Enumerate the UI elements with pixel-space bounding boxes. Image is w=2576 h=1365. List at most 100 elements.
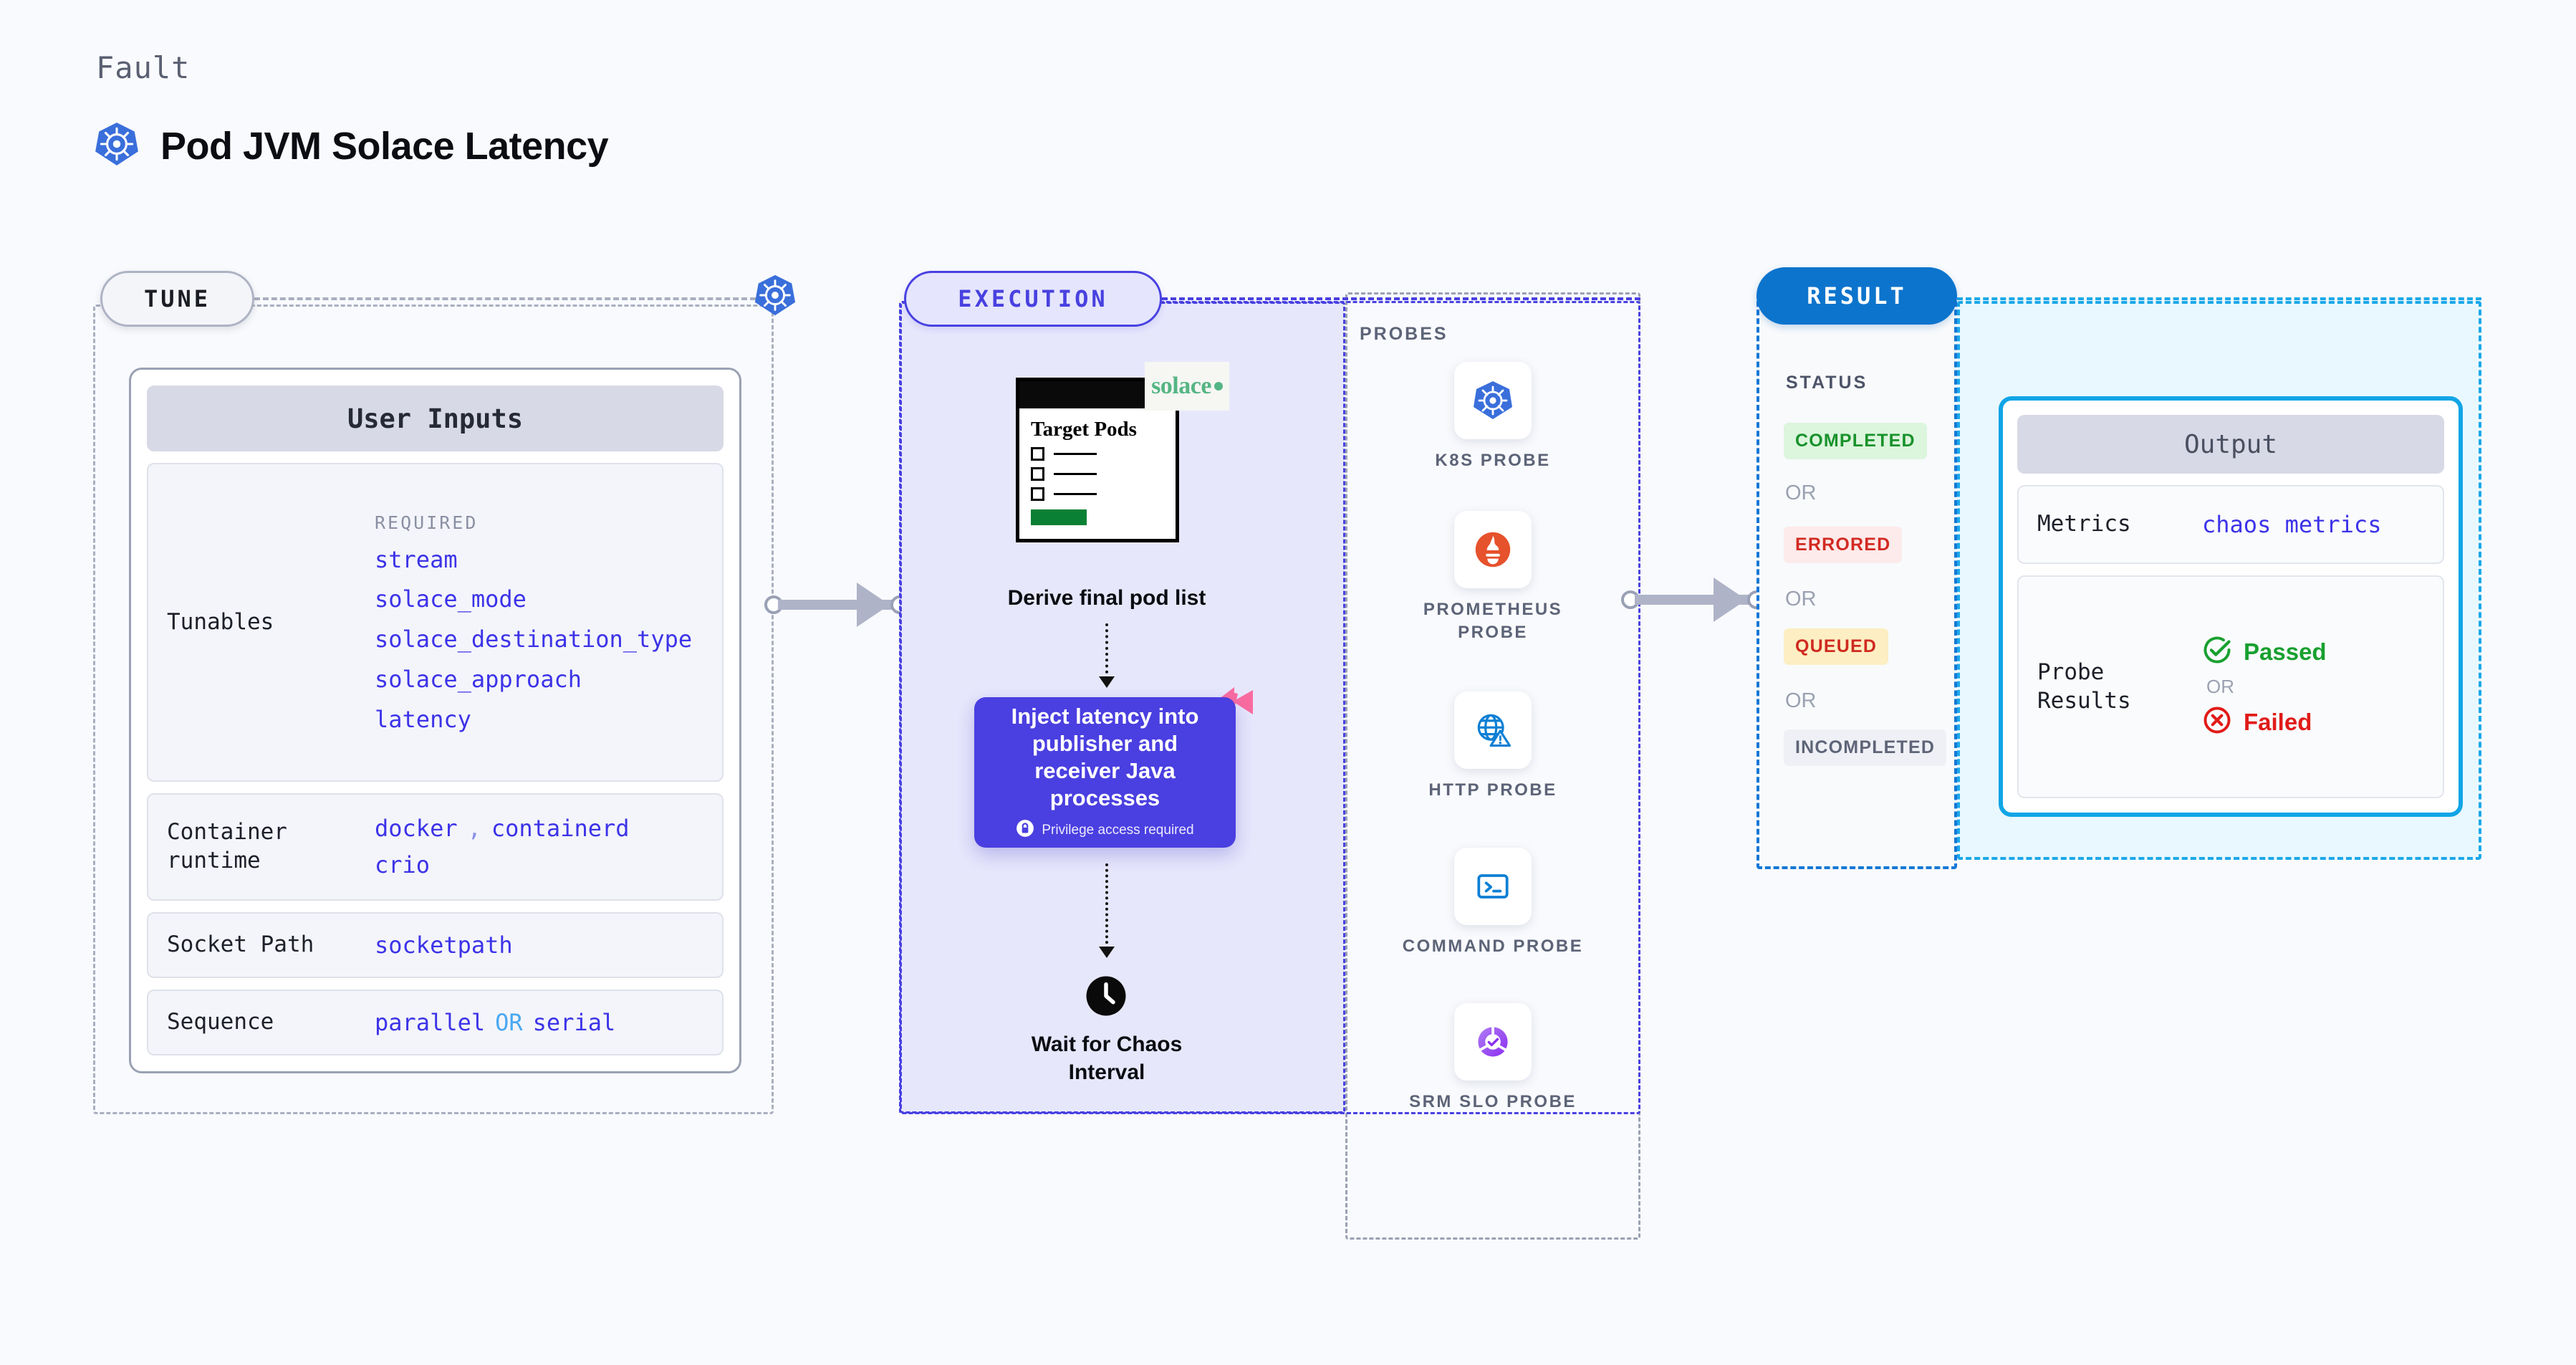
srm-slo-icon xyxy=(1454,1003,1532,1081)
tune-panel xyxy=(93,305,774,1114)
probe-label: PROMETHEUS PROBE xyxy=(1423,600,1563,643)
x-circle-icon xyxy=(2202,705,2232,739)
runtime-crio[interactable]: crio xyxy=(375,851,431,878)
tunables-label: Tunables xyxy=(167,608,274,635)
page-title-row: Pod JVM Solace Latency xyxy=(93,120,609,171)
status-caption: STATUS xyxy=(1786,373,1868,393)
tune-pill-connector xyxy=(254,297,756,300)
page-title: Pod JVM Solace Latency xyxy=(160,124,609,168)
checkbox-icon xyxy=(1031,446,1044,461)
status-badge-completed: COMPLETED xyxy=(1784,423,1927,459)
probe-result-or: OR xyxy=(2206,676,2234,697)
flow-arrow xyxy=(1105,623,1108,679)
tunables-row: Tunables REQUIRED stream solace_mode sol… xyxy=(147,463,724,782)
metrics-row: Metrics chaos metrics xyxy=(2017,485,2444,564)
result-pill-connector xyxy=(1957,297,2481,300)
solace-dot-icon xyxy=(1213,382,1223,391)
checkbox-icon xyxy=(1031,487,1044,501)
kubernetes-icon xyxy=(93,120,140,171)
output-card: Output Metrics chaos metrics Probe Resul… xyxy=(1999,396,2463,817)
sequence-row: Sequence parallel OR serial xyxy=(147,990,724,1055)
probe-result-passed: Passed xyxy=(2202,635,2327,669)
probe-results-label: Probe Results xyxy=(2037,658,2131,714)
probe-prometheus[interactable]: PROMETHEUS PROBE xyxy=(1400,511,1586,645)
execution-panel xyxy=(899,301,1640,1114)
metrics-label: Metrics xyxy=(2037,511,2131,537)
result-pill[interactable]: RESULT xyxy=(1756,267,1957,325)
kubernetes-icon xyxy=(1454,362,1532,439)
runtime-separator: , xyxy=(467,815,481,843)
sequence-label: Sequence xyxy=(167,1009,274,1035)
checkbox-icon xyxy=(1031,466,1044,481)
execution-pill-connector xyxy=(1162,297,1640,300)
list-line xyxy=(1054,452,1097,455)
kubernetes-icon xyxy=(753,273,797,321)
inject-latency-node[interactable]: Inject latency into publisher and receiv… xyxy=(974,697,1236,848)
solace-logo: solace xyxy=(1145,362,1229,411)
runtime-containerd[interactable]: containerd xyxy=(491,815,630,843)
tunable-solace-approach[interactable]: solace_approach xyxy=(375,665,582,693)
status-or-2: OR xyxy=(1785,588,1817,610)
container-runtime-row: Container runtime docker , containerd cr… xyxy=(147,793,724,901)
list-line xyxy=(1054,492,1097,495)
flow-arrow xyxy=(1105,863,1108,949)
list-item xyxy=(1031,466,1164,481)
result-status-panel xyxy=(1756,292,1957,869)
status-or-3: OR xyxy=(1785,689,1817,712)
list-line xyxy=(1054,472,1097,475)
lock-icon xyxy=(1016,819,1034,842)
output-title: Output xyxy=(2017,415,2444,474)
probe-srm-slo[interactable]: SRM SLO PROBE xyxy=(1400,1003,1586,1113)
user-inputs-card: User Inputs Tunables REQUIRED stream sol… xyxy=(129,368,741,1073)
socket-path-value[interactable]: socketpath xyxy=(375,931,513,959)
page-eyebrow: Fault xyxy=(96,50,191,85)
user-inputs-title: User Inputs xyxy=(147,385,724,451)
probe-label: COMMAND PROBE xyxy=(1402,937,1584,956)
sequence-parallel[interactable]: parallel xyxy=(375,1008,486,1036)
runtime-docker[interactable]: docker xyxy=(375,815,458,843)
required-caption: REQUIRED xyxy=(375,512,479,533)
probes-caption: PROBES xyxy=(1360,324,1448,344)
status-badge-incompleted: INCOMPLETED xyxy=(1784,729,1947,766)
inject-latency-caption: Inject latency into publisher and receiv… xyxy=(1011,704,1199,810)
socket-path-label: Socket Path xyxy=(167,931,314,958)
sequence-serial[interactable]: serial xyxy=(532,1008,616,1036)
status-badge-queued: QUEUED xyxy=(1784,628,1889,665)
tunable-stream[interactable]: stream xyxy=(375,545,458,573)
status-badge-errored: ERRORED xyxy=(1784,527,1903,563)
progress-bar xyxy=(1031,509,1087,525)
tunable-solace-mode[interactable]: solace_mode xyxy=(375,585,527,613)
probe-http[interactable]: HTTP PROBE xyxy=(1400,691,1586,802)
socket-path-row: Socket Path socketpath xyxy=(147,912,724,978)
flow-arrow-head xyxy=(1099,676,1115,688)
tunable-latency[interactable]: latency xyxy=(375,705,471,733)
target-pods-title: Target Pods xyxy=(1031,418,1137,441)
flow-arrow-head xyxy=(1099,947,1115,958)
metrics-value[interactable]: chaos metrics xyxy=(2202,510,2382,538)
container-runtime-label: Container runtime xyxy=(167,819,287,873)
privilege-note: Privilege access required xyxy=(1042,822,1194,838)
probe-label: HTTP PROBE xyxy=(1428,780,1557,800)
probe-command[interactable]: COMMAND PROBE xyxy=(1400,848,1586,958)
probe-k8s[interactable]: K8S PROBE xyxy=(1400,362,1586,472)
wait-chaos-interval-caption: Wait for Chaos Interval xyxy=(1031,1033,1183,1084)
derive-pod-list-caption: Derive final pod list xyxy=(1007,586,1206,610)
list-item xyxy=(1031,446,1164,461)
tune-pill[interactable]: TUNE xyxy=(100,271,254,327)
execution-pill[interactable]: EXECUTION xyxy=(904,271,1162,327)
target-pods-card: Target Pods xyxy=(1016,378,1179,542)
failed-label: Failed xyxy=(2244,708,2312,735)
http-globe-icon xyxy=(1454,691,1532,769)
solace-wordmark: solace xyxy=(1151,373,1211,399)
list-item xyxy=(1031,487,1164,501)
prometheus-icon xyxy=(1454,511,1532,588)
clock-icon xyxy=(1085,974,1128,1021)
check-circle-icon xyxy=(2202,635,2232,669)
probe-result-failed: Failed xyxy=(2202,705,2327,739)
status-or-1: OR xyxy=(1785,482,1817,504)
probe-results-row: Probe Results Passed OR xyxy=(2017,575,2444,798)
probe-label: SRM SLO PROBE xyxy=(1409,1092,1577,1111)
passed-label: Passed xyxy=(2244,638,2327,665)
tunable-solace-destination-type[interactable]: solace_destination_type xyxy=(375,626,693,653)
sequence-separator: OR xyxy=(495,1008,523,1036)
